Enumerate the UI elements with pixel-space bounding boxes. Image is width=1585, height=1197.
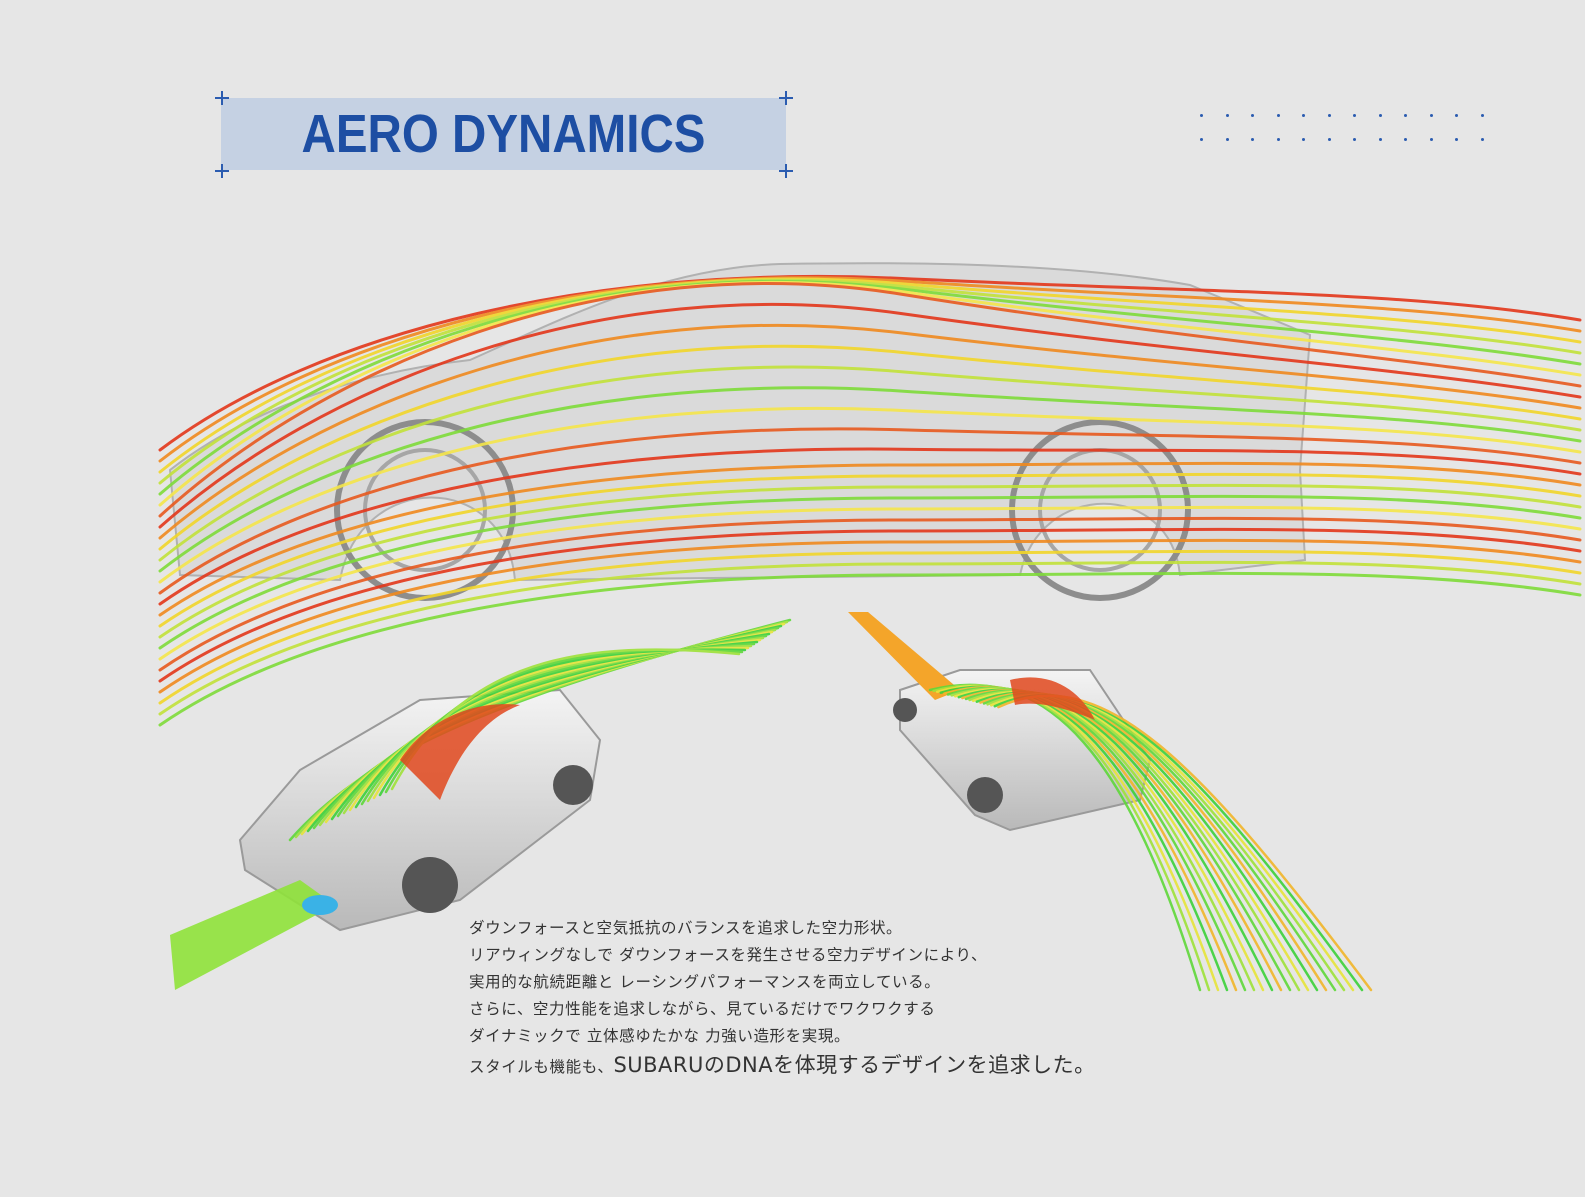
description-text: ダウンフォースと空気抵抗のバランスを追求した空力形状。 リアウィングなしで ダウ… [469,915,1229,1081]
grid-dot [1302,114,1305,117]
streamline [158,386,1582,573]
rear-car-wheel-icon [967,777,1003,813]
description-line: リアウィングなしで ダウンフォースを発生させる空力デザインにより、 [469,946,988,964]
grid-dot [1429,114,1433,117]
grid-dot [1276,138,1280,141]
streamline [158,406,1582,584]
streamline [158,447,1582,606]
streamline [158,278,1582,485]
grid-dot [1378,138,1382,141]
grid-dot [1404,114,1407,117]
grid-dot [1404,138,1407,141]
grid-dot [1327,138,1331,141]
streamline [158,280,1582,507]
grid-dot [1200,114,1203,117]
corner-cross-icon [779,91,793,105]
grid-dot [1327,114,1331,117]
grid-dot [1225,138,1229,141]
streamline [158,505,1582,661]
description-line: 実用的な航続距離と レーシングパフォーマンスを両立している。 [469,973,941,991]
corner-cross-icon [779,164,793,178]
description-last-line-large: SUBARUのDNAを体現するデザインを追求した。 [613,1053,1096,1077]
rear-incoming-flow [848,612,960,700]
description-last-line-small: スタイルも機能も、 [469,1058,614,1076]
streamline [158,344,1582,551]
streamline [158,527,1582,683]
description-line: さらに、空力性能を追求しながら、見ているだけでワクワクする [469,1000,936,1018]
streamline [158,571,1582,727]
streamline [158,427,1582,595]
section-title-box: AERO DYNAMICS [221,98,786,170]
streamline [158,494,1582,650]
grid-dot [1225,114,1229,117]
grid-dot [1200,138,1203,141]
streamline [158,560,1582,716]
streamline [158,472,1582,628]
grid-dot [1455,114,1458,117]
grid-dot [1353,138,1356,141]
grid-dot [1353,114,1356,117]
grid-dot [1251,138,1254,141]
description-line: ダイナミックで 立体感ゆたかな 力強い造形を実現。 [469,1027,851,1045]
front-ground-flow [170,880,335,990]
streamline [158,277,1582,474]
section-title: AERO DYNAMICS [301,104,706,164]
corner-cross-icon [215,164,229,178]
rear-view-car-illustration [848,612,1373,992]
streamline [158,365,1582,562]
streamline [158,302,1582,529]
streamline [158,461,1582,617]
side-view-car-illustration [158,262,1582,727]
front-car-wheel-icon [402,857,458,913]
description-last-line: スタイルも機能も、SUBARUのDNAを体現するデザインを追求した。 [469,1052,1229,1081]
streamline [158,274,1582,452]
grid-dot [1378,114,1382,117]
grid-dot [1480,138,1484,141]
grid-dot [1276,114,1280,117]
streamline [158,276,1582,463]
grid-dot [1251,114,1254,117]
corner-cross-icon [215,91,229,105]
grid-dot [1455,138,1458,141]
streamline [158,282,1582,518]
streamline [158,483,1582,639]
streamline [158,516,1582,672]
description-line: ダウンフォースと空気抵抗のバランスを追求した空力形状。 [469,919,903,937]
streamline [158,549,1582,705]
front-view-car-illustration [170,618,792,990]
side-airflow-lines [158,274,1582,727]
grid-dot [1429,138,1433,141]
streamline [158,538,1582,694]
grid-dot [1480,114,1484,117]
dot-grid-decoration [1200,114,1490,154]
grid-dot [1302,138,1305,141]
streamline [158,323,1582,540]
streamline [158,279,1582,496]
